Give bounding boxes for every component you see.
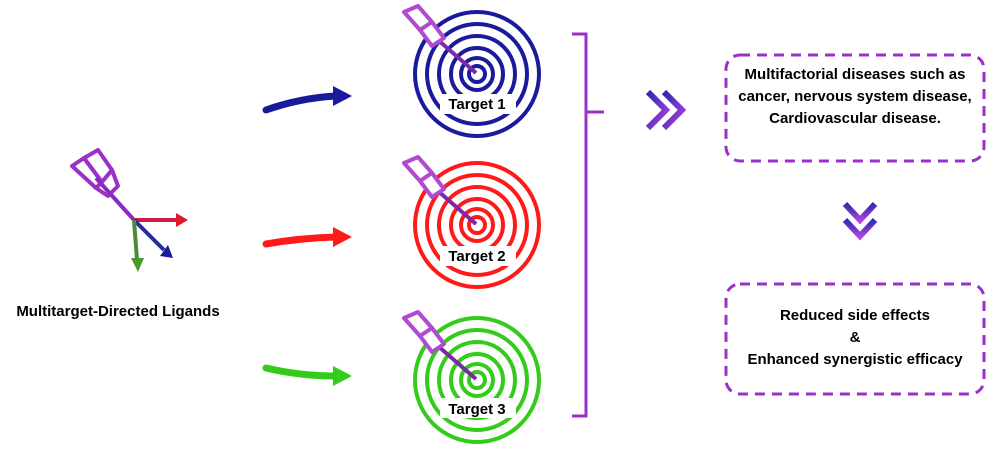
target-2: Target 2 [402, 155, 541, 289]
target-3: Target 3 [402, 310, 541, 444]
diseases-box-border [724, 53, 986, 163]
diseases-line-3: Cardiovascular disease. [769, 110, 941, 127]
double-chevron-down-icon [842, 201, 878, 241]
target-2-label: Target 2 [448, 248, 505, 265]
ligand-label: Multitarget-Directed Ligands [16, 303, 219, 320]
arrow-to-target-3 [262, 364, 352, 386]
multitarget-ligand-icon [70, 148, 188, 272]
arrow-to-target-1 [262, 86, 352, 114]
target-3-label: Target 3 [448, 401, 505, 418]
outcome-box: Reduced side effects & Enhanced synergis… [728, 305, 982, 371]
outcome-box-border [724, 282, 986, 396]
double-chevron-right-icon [645, 89, 687, 131]
outcome-line-3: Enhanced synergistic efficacy [747, 351, 963, 368]
target-1-label: Target 1 [448, 96, 505, 113]
target-1: Target 1 [402, 4, 541, 138]
fletching-icon [70, 148, 120, 198]
diseases-box: Multifactorial diseases such as cancer, … [728, 64, 982, 130]
arrow-to-target-2 [262, 227, 352, 248]
outcome-line-1: Reduced side effects [779, 307, 931, 324]
dart-icon [402, 155, 478, 226]
dart-icon [402, 4, 478, 75]
grouping-bracket [572, 32, 604, 418]
diseases-line-1: Multifactorial diseases such as [744, 66, 966, 83]
diseases-line-2: cancer, nervous system disease, [738, 88, 972, 105]
outcome-line-2: & [849, 329, 861, 346]
dart-icon [402, 310, 478, 381]
